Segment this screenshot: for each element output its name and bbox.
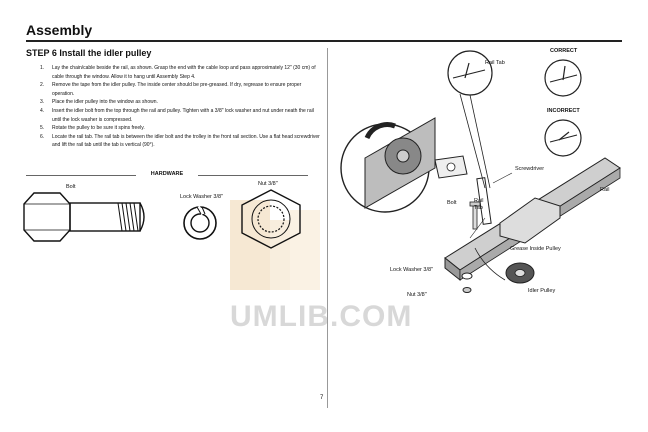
- nut-illustration: [241, 189, 301, 249]
- step-item: 5.Rotate the pulley to be sure it spins …: [40, 125, 145, 132]
- hardware-title: HARDWARE: [150, 171, 184, 177]
- step-item: 6.Locate the rail tab. The rail tab is b…: [40, 133, 320, 149]
- step-title: STEP 6 Install the idler pulley: [26, 48, 152, 58]
- watermark: UMLIB.COM: [230, 300, 413, 333]
- header-rule: [26, 40, 622, 42]
- rail-tab-2-label: Rail Tab: [474, 198, 484, 211]
- lock-washer-label: Lock Washer 3/8": [180, 194, 224, 200]
- grease-label: Grease Inside Pulley: [510, 246, 561, 252]
- assembly-diagram: [340, 50, 621, 293]
- correct-label: CORRECT: [550, 48, 578, 54]
- lock-washer-diagram-label: Lock Washer 3/8": [390, 267, 434, 273]
- watermark-graphic: [230, 200, 320, 290]
- bolt-illustration: [23, 192, 145, 242]
- rail-tab-label: Rail Tab: [485, 60, 505, 66]
- step-item: 3.Place the idler pulley into the window…: [40, 99, 158, 106]
- bolt-label: Bolt: [66, 184, 76, 190]
- page-title: Assembly: [26, 22, 93, 38]
- page-number: 7: [320, 395, 324, 401]
- lock-washer-illustration: [183, 205, 217, 240]
- bolt-diagram-label: Bolt: [447, 200, 457, 206]
- step-item: 2.Remove the tape from the idler pulley.…: [40, 82, 302, 97]
- step-list: 1.Lay the chain/cable beside the rail, a…: [40, 64, 322, 150]
- idler-pulley-label: Idler Pulley: [528, 288, 556, 294]
- incorrect-label: INCORRECT: [547, 108, 580, 114]
- hardware-header: HARDWARE: [26, 170, 308, 180]
- step-item: 4.Insert the idler bolt from the top thr…: [40, 107, 314, 123]
- rail-label: Rail: [600, 187, 610, 193]
- nut-label: Nut 3/8": [258, 181, 278, 187]
- column-divider: [327, 48, 328, 408]
- nut-diagram-label: Nut 3/8": [407, 292, 427, 298]
- screwdriver-label: Screwdriver: [515, 166, 545, 172]
- step-item: 1.Lay the chain/cable beside the rail, a…: [40, 65, 316, 80]
